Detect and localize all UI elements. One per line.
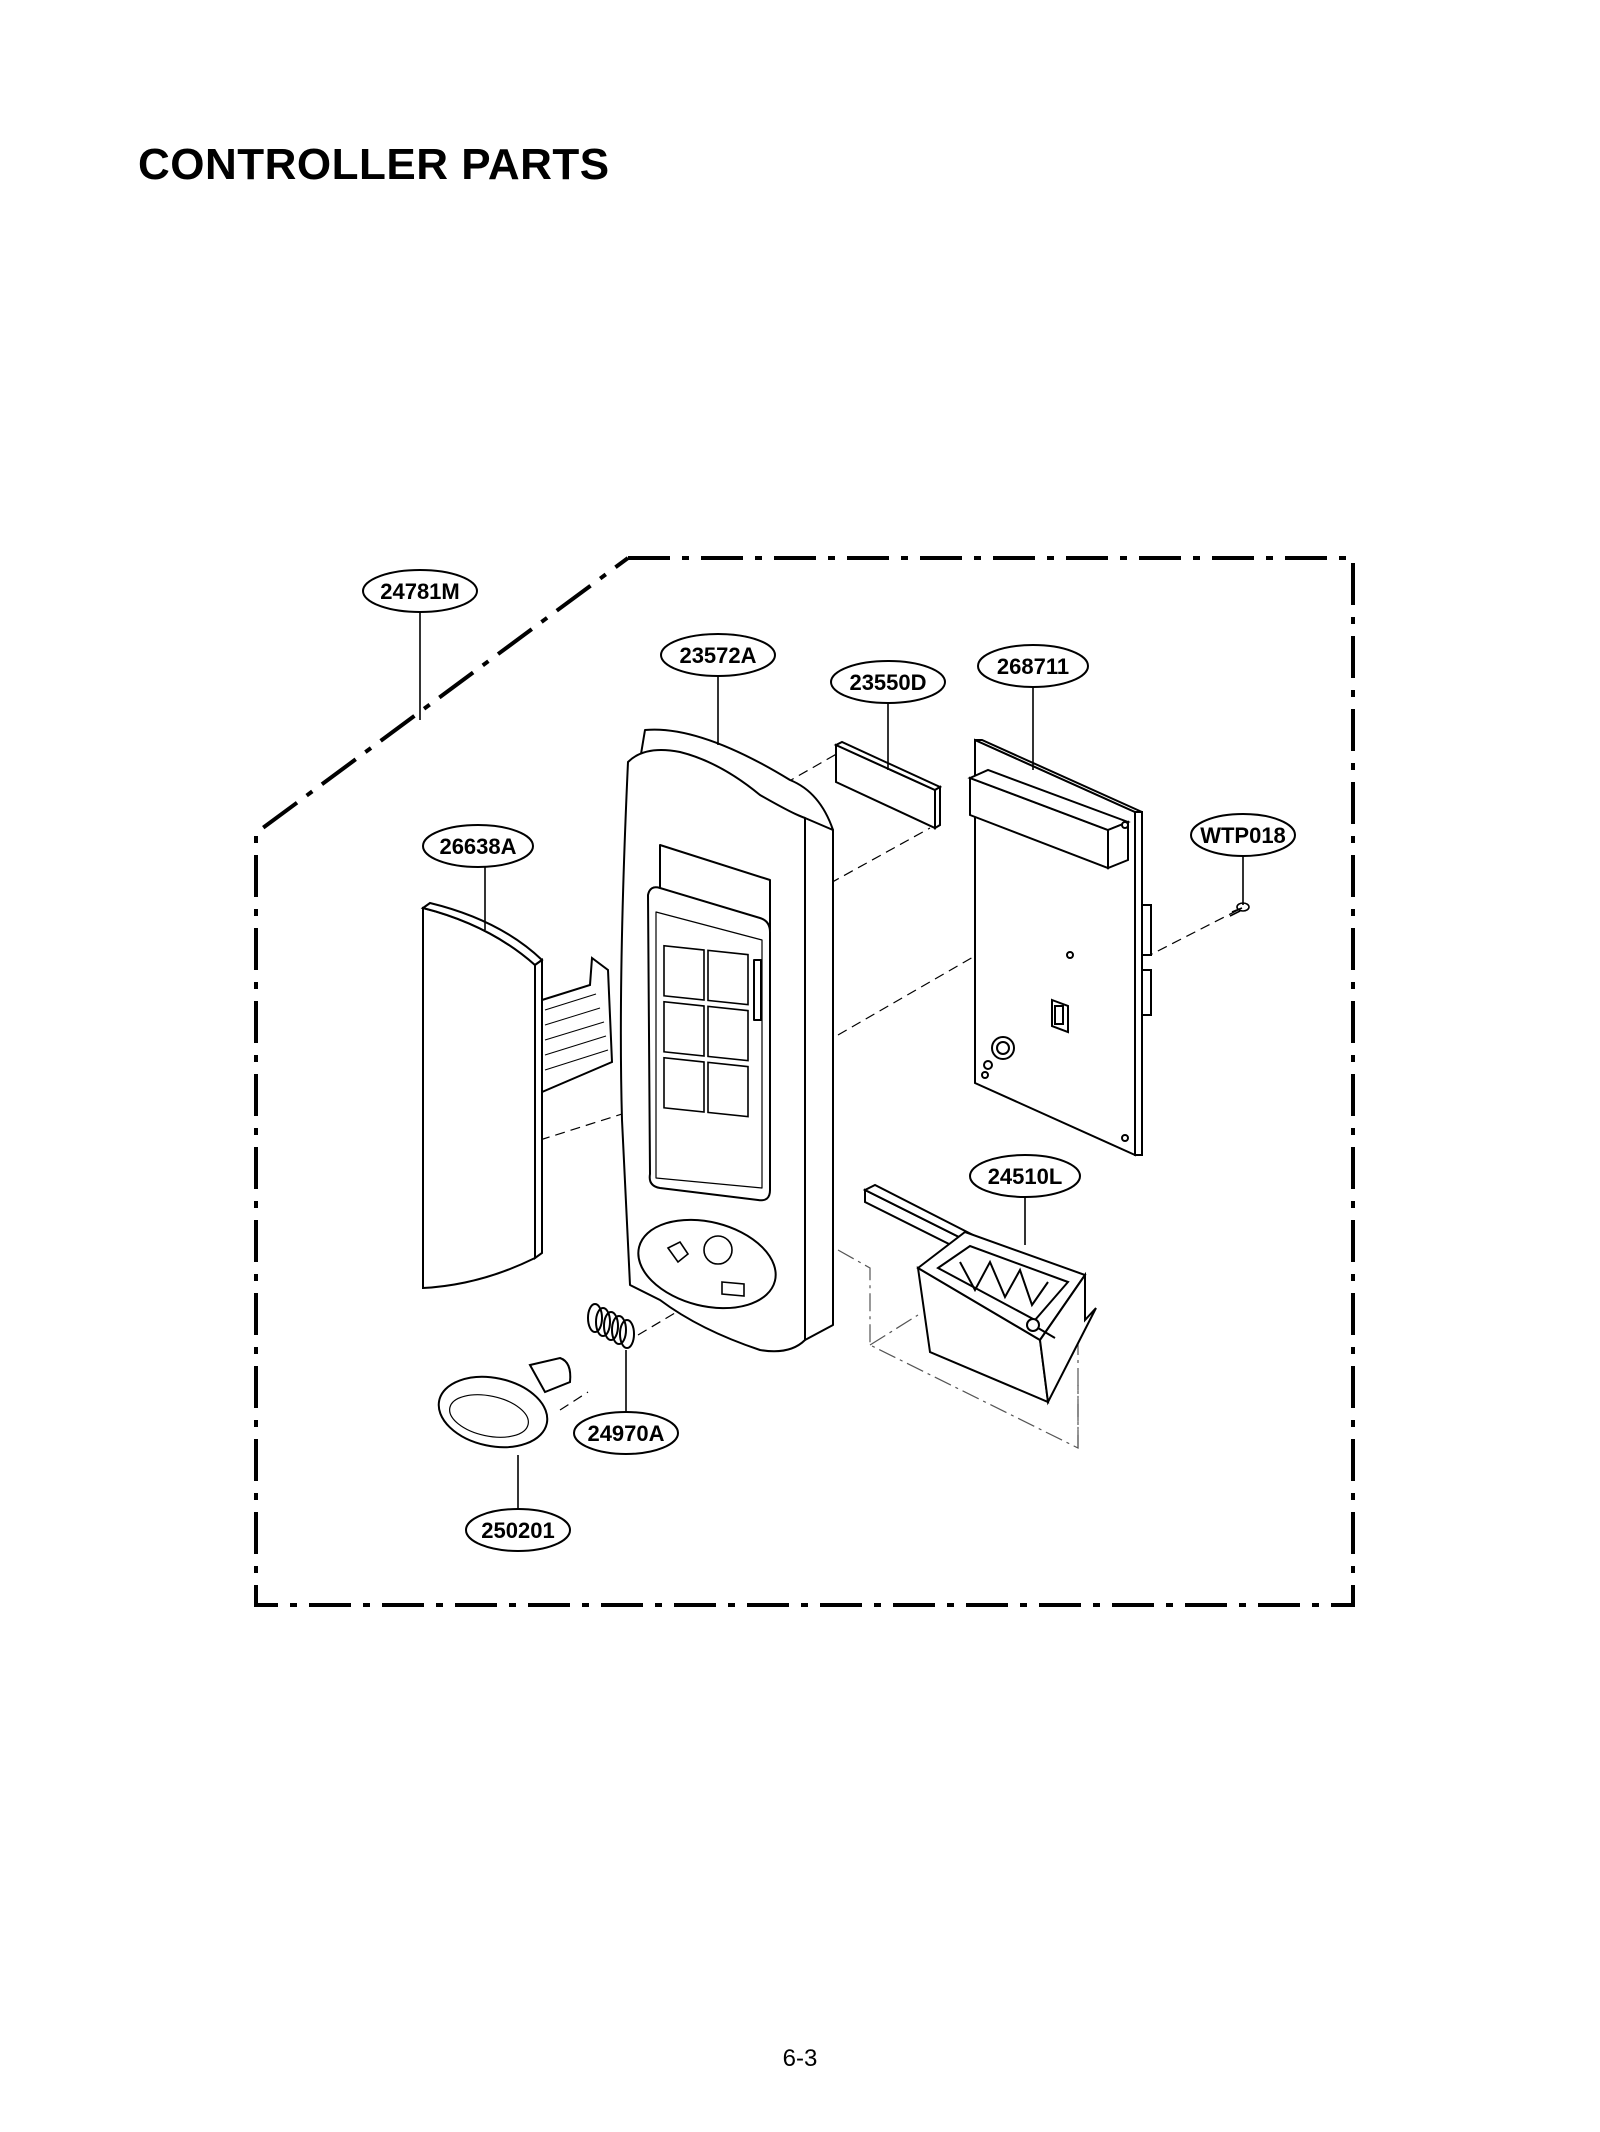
- callout-label: 250201: [481, 1518, 554, 1543]
- callout-label: 24781M: [380, 579, 460, 604]
- button-recess-details: [666, 1235, 745, 1297]
- callout-label: 24510L: [988, 1164, 1063, 1189]
- callout-label: 26638A: [439, 834, 516, 859]
- page-title: CONTROLLER PARTS: [138, 140, 610, 189]
- callout-label: 268711: [997, 654, 1069, 679]
- callout-label: 23572A: [679, 643, 756, 668]
- keypad-grid: [663, 944, 749, 1118]
- callout-24510L: 24510L: [969, 1154, 1081, 1198]
- latch-phantom-outline: [837, 1249, 1079, 1449]
- callout-24781M: 24781M: [362, 569, 478, 613]
- callout-23550D: 23550D: [830, 660, 946, 704]
- callout-23572A: 23572A: [660, 633, 776, 677]
- callout-250201: 250201: [465, 1508, 571, 1552]
- callout-label: WTP018: [1200, 823, 1286, 848]
- screw: [1229, 902, 1250, 917]
- latch-lever: [862, 1183, 1097, 1406]
- page-number: 6-3: [782, 2045, 818, 2072]
- callout-WTP018: WTP018: [1190, 813, 1296, 857]
- leader-lines: [419, 612, 1244, 1515]
- callout-24970A: 24970A: [573, 1411, 679, 1455]
- spring: [587, 1303, 635, 1349]
- callout-label: 23550D: [849, 670, 926, 695]
- pcb-board: [967, 738, 1152, 1157]
- membrane-sheet: [420, 901, 614, 1290]
- callout-label: 24970A: [587, 1421, 664, 1446]
- callout-26638A: 26638A: [422, 824, 534, 868]
- assembly-boundary: [254, 556, 1355, 1607]
- callout-268711: 268711: [977, 644, 1089, 688]
- push-button: [437, 1356, 572, 1449]
